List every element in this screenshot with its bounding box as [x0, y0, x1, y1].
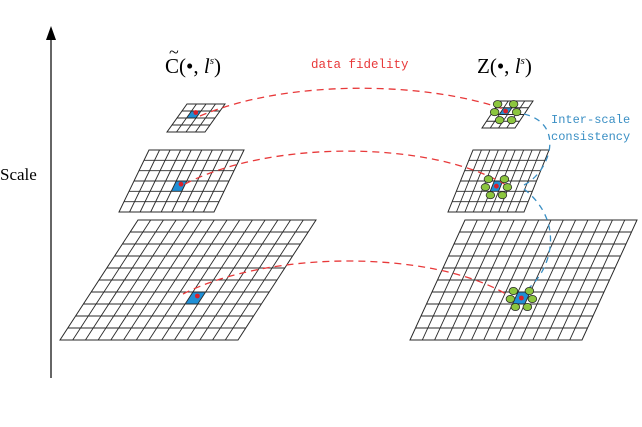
- right-title-var: l: [515, 54, 521, 78]
- neighbor-point: [522, 302, 533, 311]
- fidelity-link-coarse: [182, 260, 507, 295]
- neighbor-point: [497, 191, 508, 200]
- left-title-main: C(•,: [165, 54, 204, 78]
- data-fidelity-label: data fidelity: [311, 58, 409, 72]
- left-title-sup: s: [210, 55, 214, 67]
- neighbor-point: [502, 183, 513, 192]
- right-title-sup: s: [521, 55, 525, 67]
- data-fidelity-links: [182, 87, 507, 295]
- neighbor-point: [511, 108, 522, 117]
- right-column-title: Z(•, ls): [477, 54, 532, 78]
- inter-scale-links: [523, 113, 552, 293]
- neighbor-point: [480, 183, 491, 192]
- grid-left-coarse: [59, 219, 317, 341]
- grid-left-fine: [166, 103, 226, 133]
- inter-scale-label-line2: consistency: [551, 130, 630, 144]
- neighbor-point: [508, 100, 519, 109]
- scale-axis: [46, 26, 56, 378]
- inter-scale-label-line1: Inter-scale: [551, 113, 630, 127]
- scale-axis-label: Scale: [0, 165, 37, 184]
- selected-cell: [185, 292, 206, 304]
- center-point: [194, 293, 200, 299]
- neighbor-cluster: [480, 175, 513, 200]
- neighbor-point: [492, 100, 503, 109]
- grid-right-medium: [447, 149, 550, 213]
- neighbor-point: [524, 286, 535, 295]
- grid-right-coarse: [409, 219, 638, 341]
- svg-text:C(•, ls): C(•, ls): [165, 54, 221, 78]
- left-title-close: ): [214, 54, 221, 78]
- grid-left-medium: [118, 149, 245, 213]
- neighbor-point: [510, 302, 521, 311]
- neighbor-point: [506, 116, 517, 125]
- neighbor-point: [508, 286, 519, 295]
- right-title-main: Z(•,: [477, 54, 515, 78]
- neighbor-cluster: [489, 100, 522, 125]
- neighbor-point: [527, 294, 538, 303]
- right-title-close: ): [525, 54, 532, 78]
- neighbor-point: [494, 116, 505, 125]
- svg-text:Z(•, ls): Z(•, ls): [477, 54, 532, 78]
- fidelity-link-medium: [184, 150, 507, 186]
- neighbor-point: [499, 175, 510, 184]
- neighbor-point: [489, 108, 500, 117]
- neighbor-point: [485, 191, 496, 200]
- fidelity-link-fine: [199, 87, 507, 117]
- left-title-tilde: ~: [169, 42, 179, 62]
- marker-layer: [178, 100, 538, 311]
- consistency-link-top: [523, 113, 551, 186]
- center-point: [178, 181, 184, 187]
- left-column-title: ~ C(•, ls): [165, 42, 221, 78]
- center-point: [193, 110, 199, 115]
- neighbor-point: [505, 294, 516, 303]
- center-point: [518, 295, 524, 301]
- consistency-link-bottom: [523, 188, 552, 293]
- neighbor-point: [483, 175, 494, 184]
- center-point: [503, 108, 509, 114]
- center-point: [494, 183, 499, 189]
- grid-layer: [59, 100, 638, 341]
- neighbor-cluster: [505, 286, 538, 311]
- left-title-var: l: [204, 54, 210, 78]
